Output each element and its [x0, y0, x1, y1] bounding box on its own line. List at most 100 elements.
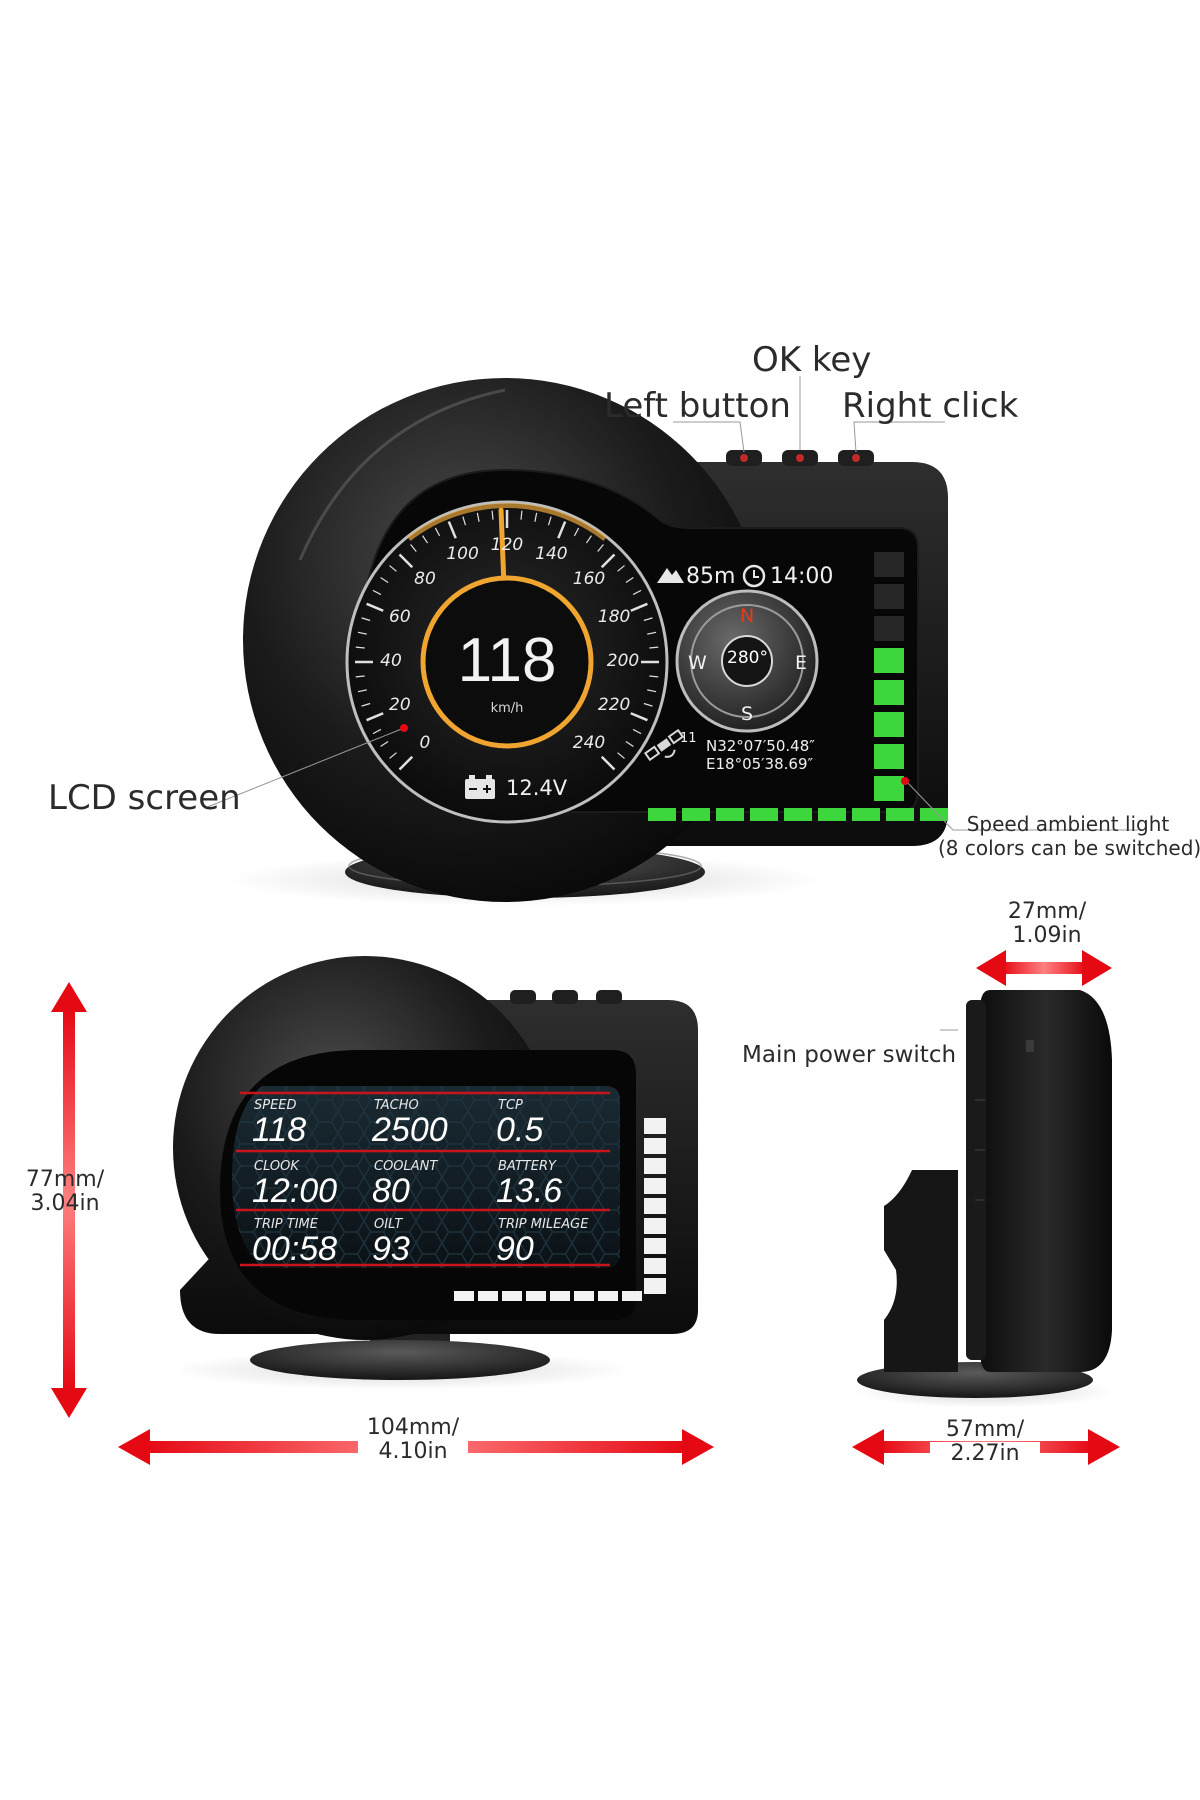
obd-value: 13.6 — [496, 1172, 563, 1210]
obd-label: SPEED — [254, 1098, 297, 1113]
obd-value: 2500 — [372, 1111, 448, 1149]
longitude: E18°05′38.69″ — [706, 755, 814, 773]
clock-value: 14:00 — [770, 564, 834, 589]
clock-icon — [742, 564, 766, 588]
obd-label: TCP — [498, 1098, 523, 1113]
obd-label: CLOOK — [254, 1159, 299, 1174]
front-ambient-segment — [644, 1178, 666, 1194]
scale-label: 20 — [389, 695, 411, 716]
ok-key-label: OK key — [752, 340, 872, 380]
compass-west: W — [688, 652, 707, 674]
latitude: N32°07′50.48″ — [706, 737, 815, 755]
ambient-segment — [874, 776, 904, 801]
scale-tick — [597, 544, 604, 552]
scale-tick — [398, 755, 414, 771]
scale-tick — [649, 646, 659, 649]
scale-label: 140 — [535, 543, 568, 564]
scale-tick — [632, 589, 642, 596]
scale-tick — [491, 510, 494, 520]
scale-tick — [366, 712, 384, 722]
altitude-icon — [657, 568, 684, 583]
scale-tick — [357, 631, 367, 635]
front-ambient-segment — [644, 1118, 666, 1134]
compass-north: N — [740, 605, 755, 627]
scale-tick — [534, 512, 538, 522]
altitude-value: 85m — [686, 564, 736, 589]
scale-tick — [630, 712, 648, 722]
side-view-device — [855, 990, 1115, 1408]
scale-tick — [557, 521, 567, 539]
base-in: 2.27in — [930, 1442, 1040, 1465]
scale-label: 160 — [572, 568, 606, 589]
scale-label: 240 — [572, 733, 606, 754]
obd-label: BATTERY — [498, 1159, 556, 1174]
front-ambient-segment — [644, 1198, 666, 1214]
scale-label: 40 — [380, 651, 402, 671]
ambient-segment — [818, 808, 846, 821]
ambient-segment — [874, 584, 904, 609]
battery-icon — [465, 775, 495, 799]
front-view-device — [170, 956, 698, 1390]
front-ambient-segment — [644, 1218, 666, 1234]
obd-value: 118 — [252, 1111, 307, 1149]
scale-label: 100 — [446, 543, 479, 564]
ambient-segment — [874, 616, 904, 641]
scale-tick — [647, 689, 657, 693]
front-ambient-segment — [622, 1291, 642, 1301]
obd-label: COOLANT — [374, 1159, 438, 1174]
scale-tick — [434, 527, 441, 537]
ambient-segment — [750, 808, 778, 821]
scale-tick — [372, 589, 382, 596]
scale-tick — [380, 740, 389, 747]
ambient-segment — [874, 680, 904, 705]
scale-label: 180 — [597, 606, 631, 627]
scale-tick — [389, 565, 397, 572]
heading-ring — [721, 635, 773, 687]
scale-tick — [649, 675, 659, 678]
lcd-screen-label: LCD screen — [48, 778, 241, 818]
right-click-label: Right click — [842, 386, 1019, 426]
obd-label: OILT — [374, 1217, 403, 1232]
scale-label: 200 — [606, 651, 640, 671]
scale-tick — [632, 728, 642, 735]
scale-tick — [357, 689, 367, 693]
scale-label: 220 — [597, 695, 631, 716]
front-ambient-segment — [644, 1238, 666, 1254]
front-ambient-segment — [644, 1158, 666, 1174]
callout-lines — [204, 376, 1138, 831]
left-button-label: Left button — [604, 386, 791, 426]
obd-label: TRIP MILEAGE — [498, 1217, 589, 1232]
front-ambient-light — [454, 1118, 666, 1301]
height-in: 3.04in — [30, 1191, 100, 1216]
scale-label: 120 — [490, 535, 524, 555]
scale-tick — [361, 702, 371, 707]
scale-tick — [625, 577, 634, 584]
scale-tick — [600, 755, 616, 771]
compass — [675, 589, 819, 733]
front-ambient-segment — [644, 1258, 666, 1274]
speed-scale-ticks — [355, 510, 659, 771]
main-power-switch[interactable] — [1026, 1040, 1034, 1052]
height-mm: 77mm/ — [25, 1167, 105, 1192]
front-ambient-segment — [454, 1291, 474, 1301]
main-device — [204, 376, 1138, 906]
scale-tick — [366, 602, 384, 612]
speedometer — [345, 500, 669, 824]
scale-label: 0 — [419, 733, 431, 754]
scale-label: 60 — [389, 606, 411, 627]
speed-value: 118 — [457, 626, 557, 695]
ambient-segment — [852, 808, 880, 821]
ambient-segment — [874, 648, 904, 673]
obd-value: 90 — [496, 1230, 534, 1268]
scale-tick — [600, 553, 616, 569]
ambient-segment — [874, 552, 904, 577]
width-in: 4.10in — [358, 1440, 468, 1463]
voltage-value: 12.4V — [506, 776, 568, 800]
satellite-icon — [643, 728, 685, 762]
ambient-segment — [874, 744, 904, 769]
scale-tick — [447, 521, 457, 539]
scale-tick — [617, 752, 625, 759]
scale-tick — [398, 553, 414, 569]
obd-value: 12:00 — [252, 1172, 338, 1210]
